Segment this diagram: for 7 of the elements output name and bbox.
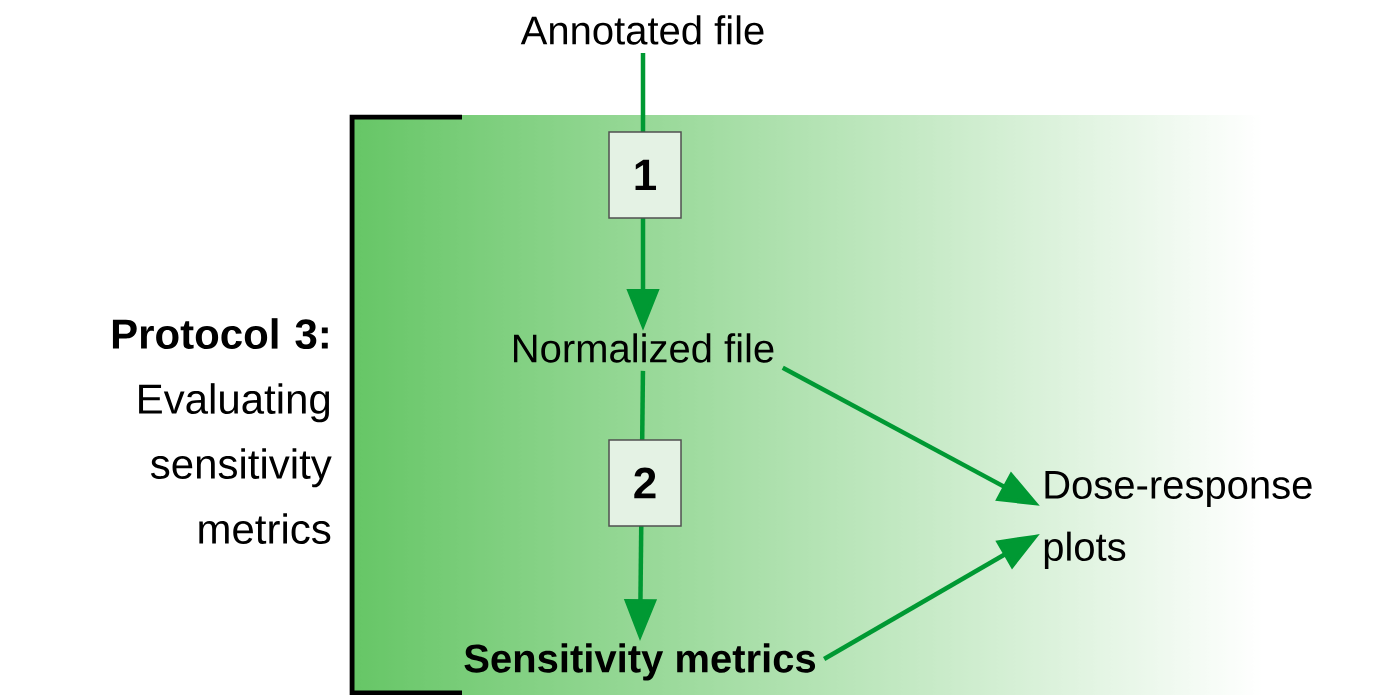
- node-label: Normalized file: [514, 333, 774, 363]
- node-label: Dose-response plots: [1044, 471, 1312, 569]
- step-number-box: 1: [608, 131, 682, 219]
- protocol-label: Protocol 3: Evaluating sensitivity metrics: [112, 318, 332, 544]
- node-label: Annotated file: [520, 15, 764, 45]
- node-label: Sensitivity metrics: [464, 643, 816, 681]
- step-number-box: 2: [608, 439, 682, 527]
